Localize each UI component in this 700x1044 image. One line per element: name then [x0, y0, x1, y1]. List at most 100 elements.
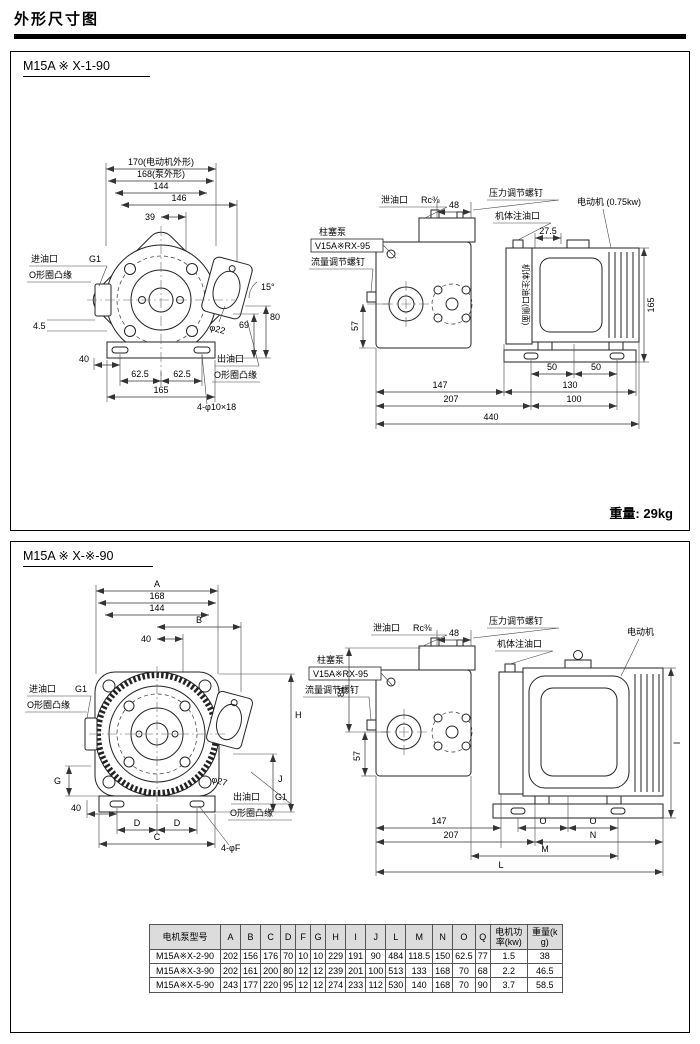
dim-N: N — [590, 830, 597, 840]
table-header-cell: L — [385, 924, 407, 950]
dim-M: M — [541, 844, 549, 854]
outlet-thread-label-2: G1 — [275, 792, 287, 802]
table-cell: 176 — [260, 948, 282, 965]
dim-27-5: 27.5 — [539, 226, 557, 236]
table-cell: 168 — [432, 963, 454, 979]
flow-screw-stud-2 — [366, 719, 377, 731]
dim-O-b: O — [589, 816, 596, 826]
dim-207-2: 207 — [443, 830, 458, 840]
table-cell: 191 — [345, 948, 367, 965]
pressure-screw-label: 压力调节螺钉 — [489, 187, 543, 198]
table-cell: 46.5 — [526, 963, 563, 979]
table-cell: 10 — [295, 948, 312, 965]
title-rule — [14, 34, 686, 39]
outlet-oring-label-2: O形圈凸缘 — [230, 807, 273, 818]
inlet-oring-label: O形圈凸缘 — [29, 269, 72, 280]
flow-screw-label-2: 流量调节螺钉 — [305, 684, 359, 695]
dim-147: 147 — [432, 380, 447, 390]
table-header-cell: Q — [474, 924, 491, 950]
fill-plug — [512, 239, 524, 249]
dim-J: J — [278, 774, 283, 784]
table-cell: 70 — [452, 963, 476, 979]
table-cell: 161 — [240, 963, 262, 979]
dim-165: 165 — [153, 385, 168, 395]
table-cell: 3.7 — [489, 977, 528, 993]
table-cell: 90 — [474, 977, 491, 993]
dim-50-a: 50 — [547, 362, 557, 372]
dim-motor-od: 170(电动机外形) — [128, 156, 194, 167]
table-cell: 10 — [310, 948, 327, 965]
dim-100: 100 — [566, 394, 581, 404]
flow-screw-stud — [366, 291, 377, 303]
outlet-flange-tilted — [201, 256, 253, 320]
table-cell: 201 — [345, 963, 367, 979]
table-cell: 95 — [280, 977, 297, 993]
motor-bracket — [505, 247, 533, 345]
dim-phi27: φ27 — [210, 774, 228, 788]
table-cell: 2.2 — [489, 963, 528, 979]
dim-168: 168 — [149, 591, 164, 601]
pressure-screw-label-2: 压力调节螺钉 — [489, 615, 543, 626]
model-cell: M15A※X-5-90 — [149, 977, 221, 993]
pump-motor-side-view-2: 泄油口 Rc⅜ 48 压力调节螺钉 机体注油口 电动机 柱塞泵 V15A※RX-… — [303, 615, 682, 876]
dim-130: 130 — [562, 380, 577, 390]
dim-144: 144 — [153, 181, 168, 191]
drain-port-label: 泄油口 — [381, 194, 408, 205]
model-cell: M15A※X-3-90 — [149, 963, 221, 979]
dim-48-2: 48 — [449, 628, 459, 638]
table-cell: 200 — [260, 963, 282, 979]
fill-plug-2 — [504, 663, 516, 673]
motor-bracket-2 — [498, 671, 524, 795]
dim-57-2: 57 — [352, 751, 362, 761]
table-header-cell: O — [452, 924, 476, 950]
model-label-1: M15A ※ X-1-90 — [23, 58, 150, 77]
table-cell: 156 — [240, 948, 262, 965]
table-cell: 70 — [452, 977, 476, 993]
dim-H: H — [295, 710, 302, 720]
motor-label-2: 电动机 — [627, 626, 654, 637]
table-cell: 229 — [325, 948, 347, 965]
dim-207: 207 — [443, 394, 458, 404]
motor-label: 电动机 (0.75kw) — [577, 196, 641, 207]
dim-440: 440 — [483, 412, 498, 422]
panel-m15a-x-1-90: M15A ※ X-1-90 重量: 29kg 170(电动机外形) 168(泵外… — [10, 51, 690, 531]
mounting-holes-label-2: 4-φF — [221, 843, 241, 853]
table-cell: 118.5 — [405, 948, 434, 965]
table-cell: 220 — [260, 977, 282, 993]
valve-block — [418, 217, 476, 243]
inlet-label: 进油口 — [31, 253, 58, 264]
dim-40: 40 — [79, 354, 89, 364]
table-cell: 77 — [474, 948, 491, 965]
piston-pump-label: 柱塞泵 — [319, 226, 346, 237]
drawing-m15a-x-star-90: A 168 144 B 40 — [25, 579, 682, 876]
dim-D-a: D — [134, 818, 141, 828]
dim-57: 57 — [350, 321, 360, 331]
dim-phi22: φ22 — [208, 322, 226, 336]
dim-80: 80 — [270, 312, 280, 322]
dim-62-5-a: 62.5 — [131, 369, 149, 379]
table-cell: 12 — [310, 963, 327, 979]
pump-model-label: V15A※RX-95 — [315, 241, 370, 251]
dim-147-2: 147 — [431, 816, 446, 826]
table-header-cell: A — [219, 924, 242, 950]
fill-port-label: 机体注油口 — [495, 210, 540, 221]
table-cell: 233 — [345, 977, 367, 993]
table-cell: 58.5 — [526, 977, 563, 993]
table-cell: 12 — [295, 977, 312, 993]
table-cell: 90 — [365, 948, 387, 965]
dim-144: 144 — [149, 603, 164, 613]
table-header-cell: G — [310, 924, 327, 950]
model-cell: M15A※X-2-90 — [149, 948, 221, 965]
table-cell: 100 — [365, 963, 387, 979]
table-cell: 112 — [365, 977, 387, 993]
motor-body-2 — [522, 667, 664, 797]
table-cell: 484 — [385, 948, 407, 965]
outlet-label-2: 出油口 — [233, 791, 260, 802]
dim-L: L — [498, 860, 503, 870]
pump-front-view: 170(电动机外形) 168(泵外形) 144 146 39 — [27, 156, 280, 412]
page-title: 外形尺寸图 — [14, 11, 100, 28]
drain-port-label-2: 泄油口 — [373, 622, 400, 633]
inlet-label-2: 进油口 — [29, 683, 56, 694]
